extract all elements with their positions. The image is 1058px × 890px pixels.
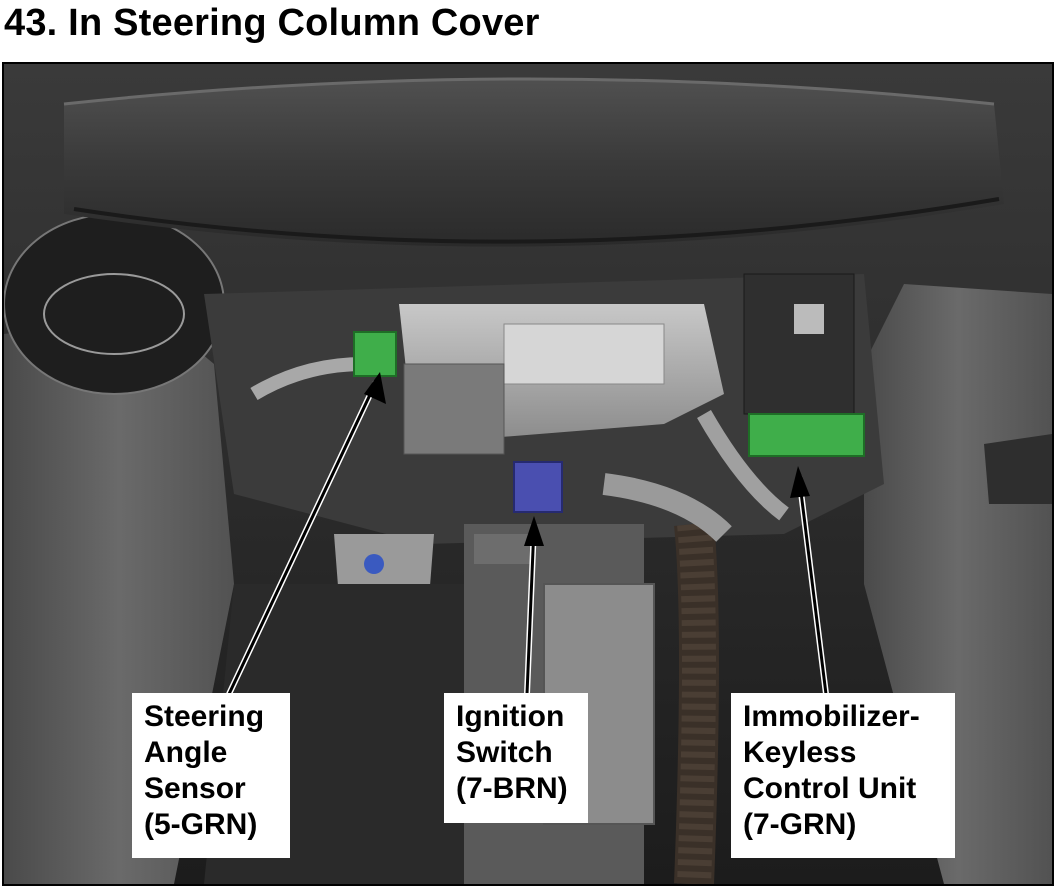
callout-steering-angle-sensor: Steering Angle Sensor (5-GRN) [132,693,290,858]
steering-wheel-rim [64,79,1004,247]
callout-line: Control Unit [743,772,917,805]
page-title: 43. In Steering Column Cover [4,2,540,44]
callout-line: (7-BRN) [456,772,568,805]
callout-line: Switch [456,736,553,769]
immobilizer-connector [748,413,865,457]
callout-immobilizer-keyless-control-unit: Immobilizer- Keyless Control Unit (7-GRN… [731,693,955,858]
callout-line: Keyless [743,736,857,769]
callout-line: Steering [144,700,265,733]
steering-angle-sensor-connector [353,331,397,377]
ignition-switch-connector [513,461,563,513]
callout-ignition-switch: Ignition Switch (7-BRN) [444,693,588,823]
callout-line: (5-GRN) [144,808,258,841]
callout-line: (7-GRN) [743,808,857,841]
callout-line: Angle [144,736,228,769]
callout-line: Sensor [144,772,246,805]
callout-line: Immobilizer- [743,700,920,733]
callout-line: Ignition [456,700,565,733]
arrow-head-ignition [524,516,544,546]
arrow-head-steering [364,372,386,404]
arrow-head-immobilizer [790,466,810,498]
